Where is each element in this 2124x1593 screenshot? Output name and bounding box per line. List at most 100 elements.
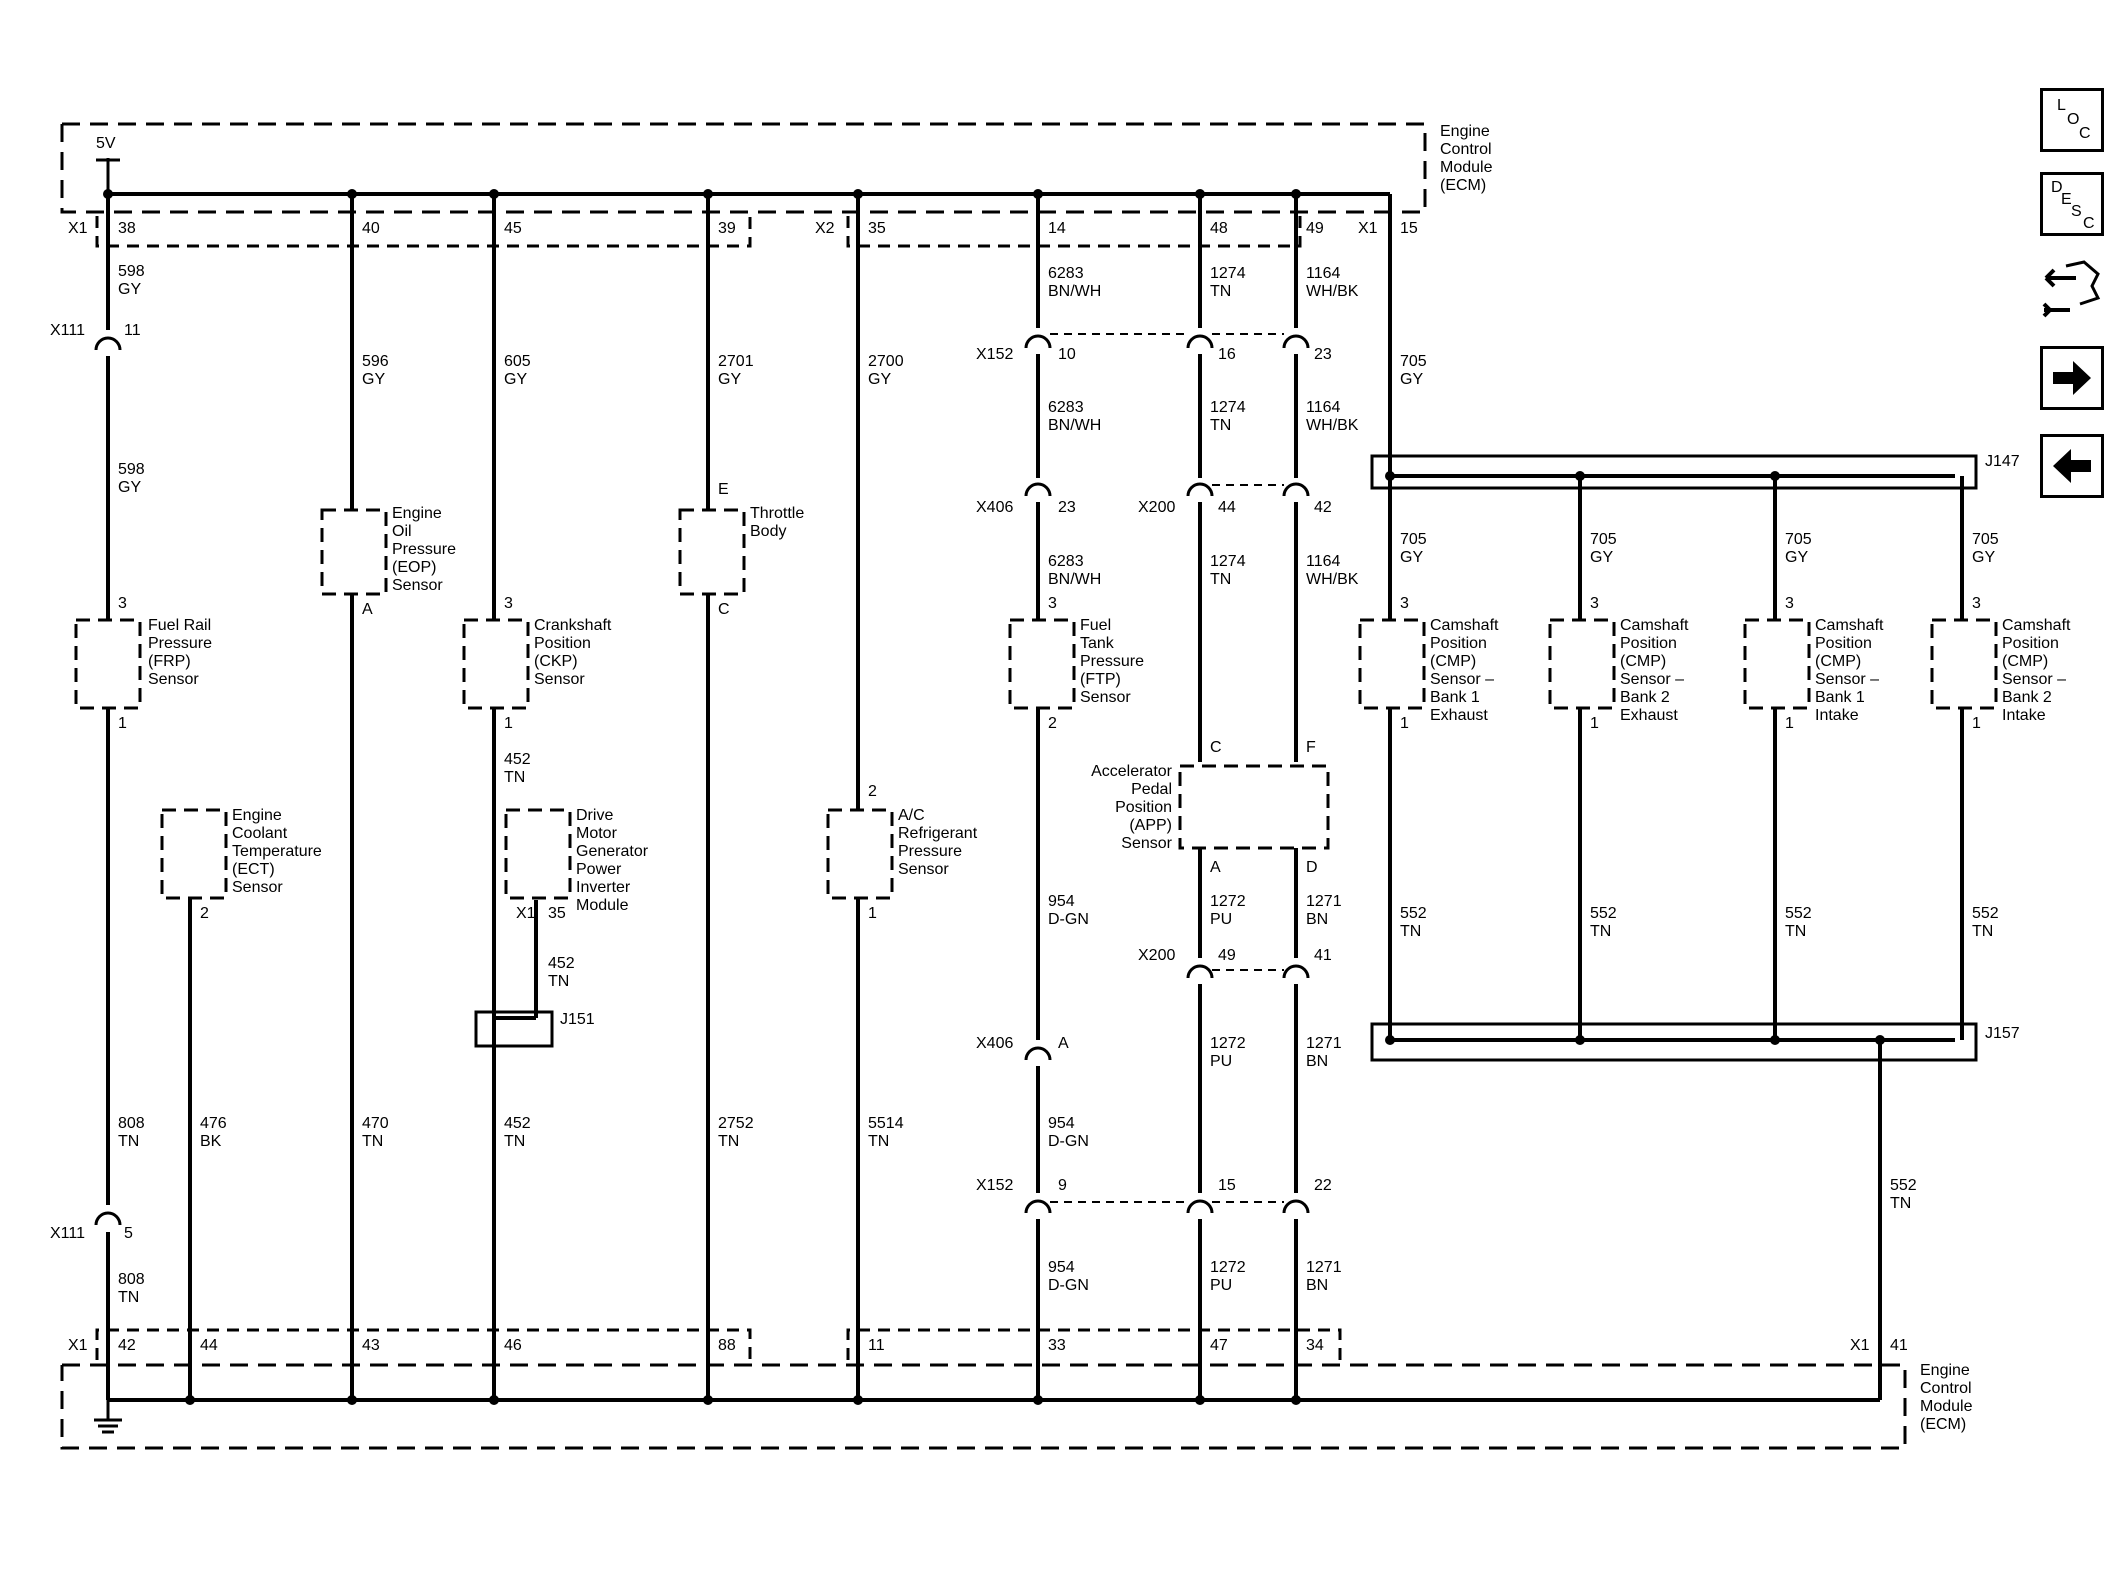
svg-text:6283: 6283: [1048, 553, 1084, 570]
svg-text:1: 1: [1400, 715, 1409, 732]
svg-text:X111: X111: [50, 1225, 85, 1242]
svg-text:3: 3: [1785, 595, 1794, 612]
svg-text:Module: Module: [1920, 1398, 1973, 1415]
svg-text:X111: X111: [50, 322, 85, 339]
svg-text:TN: TN: [1890, 1195, 1911, 1212]
top-pin-labels: X1 38 40 45 39 X2 35 14 48 49 X1 15: [68, 220, 1418, 237]
loc-button[interactable]: L O C: [2040, 88, 2104, 152]
prev-button[interactable]: [2040, 434, 2104, 498]
svg-text:X1: X1: [1850, 1337, 1870, 1354]
svg-text:Position: Position: [1115, 799, 1172, 816]
wrench-hand-icon: [2042, 260, 2101, 318]
svg-text:Body: Body: [750, 523, 786, 540]
svg-text:Sensor –: Sensor –: [1430, 671, 1494, 688]
svg-text:Motor: Motor: [576, 825, 618, 842]
svg-text:A: A: [1058, 1035, 1069, 1052]
svg-text:TN: TN: [118, 1289, 139, 1306]
svg-text:14: 14: [1048, 220, 1066, 237]
svg-text:WH/BK: WH/BK: [1306, 283, 1359, 300]
svg-text:2752: 2752: [718, 1115, 754, 1132]
svg-text:3: 3: [118, 595, 127, 612]
svg-text:Intake: Intake: [2002, 707, 2046, 724]
svg-text:(CMP): (CMP): [1430, 653, 1476, 670]
svg-text:(CMP): (CMP): [1815, 653, 1861, 670]
svg-text:X1: X1: [516, 905, 536, 922]
bus-junction-dots: [103, 189, 1301, 199]
svg-text:TN: TN: [504, 769, 525, 786]
svg-text:TN: TN: [1785, 923, 1806, 940]
svg-text:88: 88: [718, 1337, 736, 1354]
svg-text:GY: GY: [1400, 549, 1423, 566]
svg-text:(APP): (APP): [1129, 817, 1172, 834]
svg-text:1: 1: [504, 715, 513, 732]
svg-text:Refrigerant: Refrigerant: [898, 825, 978, 842]
svg-text:PU: PU: [1210, 1053, 1232, 1070]
svg-text:Camshaft: Camshaft: [2002, 617, 2071, 634]
svg-text:F: F: [1306, 739, 1316, 756]
svg-text:GY: GY: [718, 371, 741, 388]
svg-text:GY: GY: [1785, 549, 1808, 566]
svg-text:Pressure: Pressure: [1080, 653, 1144, 670]
svg-text:1: 1: [118, 715, 127, 732]
svg-text:11: 11: [124, 322, 141, 339]
j151-label: J151: [560, 1011, 595, 1028]
svg-text:X152: X152: [976, 1177, 1013, 1194]
next-button[interactable]: [2040, 346, 2104, 410]
svg-text:(ECM): (ECM): [1920, 1416, 1966, 1433]
svg-text:38: 38: [118, 220, 136, 237]
svg-text:49: 49: [1218, 947, 1236, 964]
svg-text:43: 43: [362, 1337, 380, 1354]
svg-text:Pressure: Pressure: [392, 541, 456, 558]
inline-connectors: [94, 334, 1310, 1226]
desc-button[interactable]: D E S C: [2040, 172, 2104, 236]
svg-text:Camshaft: Camshaft: [1430, 617, 1499, 634]
svg-text:(FRP): (FRP): [148, 653, 191, 670]
svg-text:D-GN: D-GN: [1048, 1277, 1089, 1294]
svg-text:35: 35: [548, 905, 566, 922]
svg-text:Engine: Engine: [1440, 123, 1490, 140]
svg-text:TN: TN: [868, 1133, 889, 1150]
svg-text:Position: Position: [1815, 635, 1872, 652]
svg-text:Control: Control: [1920, 1380, 1972, 1397]
svg-text:41: 41: [1890, 1337, 1908, 1354]
svg-text:23: 23: [1314, 346, 1332, 363]
service-info-button[interactable]: [2040, 256, 2104, 328]
svg-text:GY: GY: [504, 371, 527, 388]
svg-text:1: 1: [1972, 715, 1981, 732]
ground-icon: [94, 1400, 122, 1434]
svg-text:A: A: [362, 601, 373, 618]
svg-text:Position: Position: [1620, 635, 1677, 652]
svg-text:605: 605: [504, 353, 531, 370]
svg-text:(CKP): (CKP): [534, 653, 578, 670]
svg-text:42: 42: [1314, 499, 1332, 516]
svg-text:GY: GY: [118, 479, 141, 496]
svg-text:Generator: Generator: [576, 843, 649, 860]
svg-text:Oil: Oil: [392, 523, 412, 540]
svg-text:Sensor: Sensor: [1080, 689, 1131, 706]
svg-text:(ECT): (ECT): [232, 861, 275, 878]
svg-text:44: 44: [200, 1337, 218, 1354]
svg-text:34: 34: [1306, 1337, 1324, 1354]
svg-text:TN: TN: [1590, 923, 1611, 940]
svg-text:X1: X1: [68, 220, 88, 237]
svg-text:Engine: Engine: [232, 807, 282, 824]
svg-text:Engine: Engine: [392, 505, 442, 522]
svg-text:TN: TN: [504, 1133, 525, 1150]
svg-text:1164: 1164: [1306, 399, 1341, 416]
svg-text:X1: X1: [1358, 220, 1378, 237]
svg-text:BN/WH: BN/WH: [1048, 571, 1101, 588]
svg-text:D-GN: D-GN: [1048, 1133, 1089, 1150]
svg-text:GY: GY: [118, 281, 141, 298]
ecm-bottom-label: Engine Control Module (ECM): [1920, 1362, 1973, 1433]
svg-text:WH/BK: WH/BK: [1306, 417, 1359, 434]
loc-icon: L: [2057, 97, 2066, 114]
svg-text:598: 598: [118, 461, 145, 478]
svg-text:3: 3: [1590, 595, 1599, 612]
svg-text:Sensor: Sensor: [1121, 835, 1172, 852]
svg-text:Inverter: Inverter: [576, 879, 631, 896]
